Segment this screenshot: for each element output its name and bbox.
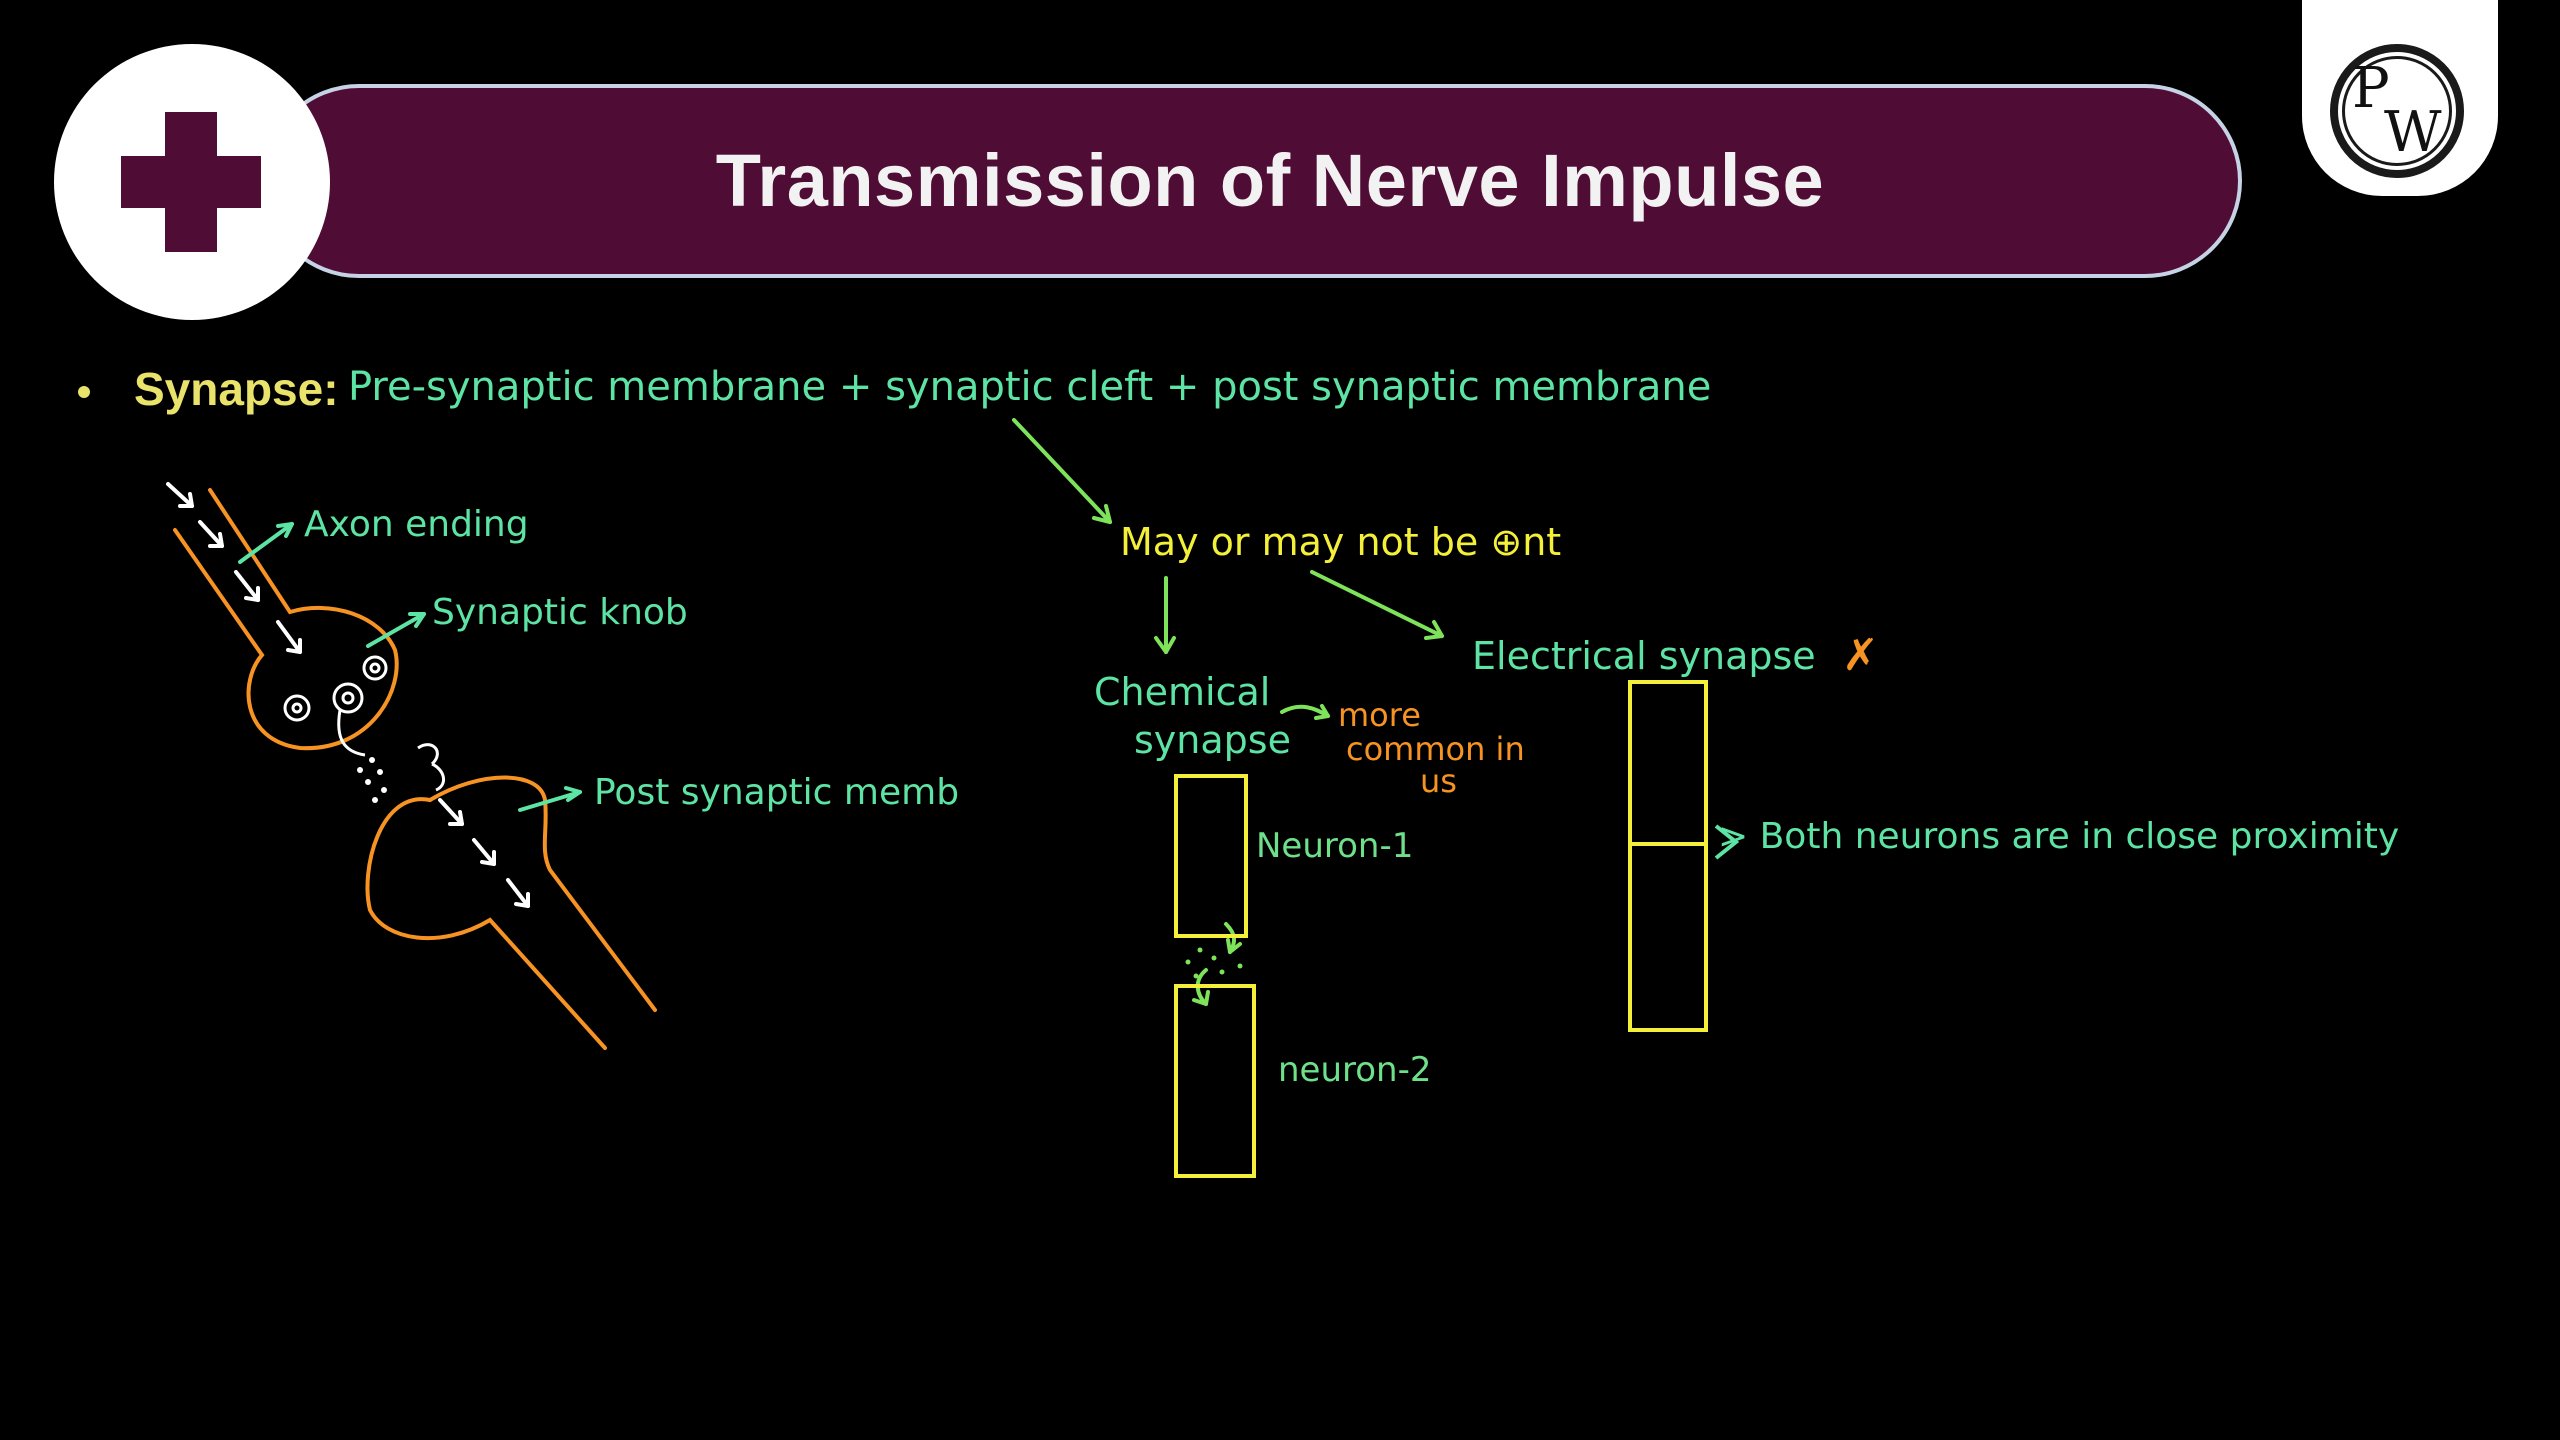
title-banner xyxy=(262,84,2242,278)
neurotransmitter-dots xyxy=(357,757,387,803)
slide-title: Transmission of Nerve Impulse xyxy=(715,139,1825,222)
neuron-boxes xyxy=(1174,680,1708,1178)
label-post-synaptic: Post synaptic memb xyxy=(594,772,960,813)
bullet-dot xyxy=(78,386,90,398)
note-more: more xyxy=(1338,696,1421,734)
vesicles xyxy=(283,655,445,792)
impulse-arrows xyxy=(166,482,530,908)
label-neuron-2: neuron-2 xyxy=(1278,1050,1432,1090)
cleft-dots xyxy=(1185,947,1243,979)
label-pointer-arrows xyxy=(238,522,582,812)
medical-cross-icon-bar xyxy=(121,156,261,208)
pre-synaptic-neuron-outline xyxy=(173,488,657,1050)
pw-logo-letter-p: P xyxy=(2352,56,2390,121)
pw-logo-letter-w: W xyxy=(2384,100,2442,165)
label-axon-ending: Axon ending xyxy=(304,504,529,545)
note-us: us xyxy=(1420,762,1457,800)
pw-logo-inner-ring xyxy=(2342,56,2452,166)
label-chemical: Chemical xyxy=(1094,670,1271,714)
proximity-pointer xyxy=(1714,824,1740,860)
note-common-in: common in xyxy=(1346,730,1525,768)
note-close-proximity: > Both neurons are in close proximity xyxy=(1718,816,2400,857)
cross-mark-icon: ✗ xyxy=(1842,630,1879,681)
synapse-definition: Pre-synaptic membrane + synaptic cleft +… xyxy=(348,364,1712,410)
note-may-or-may-not: May or may not be ⊕nt xyxy=(1120,520,1562,564)
label-electrical-synapse: Electrical synapse xyxy=(1472,634,1816,678)
bullet-label: Synapse: xyxy=(134,363,339,415)
label-synapse: synapse xyxy=(1134,718,1291,762)
label-synaptic-knob: Synaptic knob xyxy=(432,592,688,633)
label-neuron-1: Neuron-1 xyxy=(1256,826,1414,866)
